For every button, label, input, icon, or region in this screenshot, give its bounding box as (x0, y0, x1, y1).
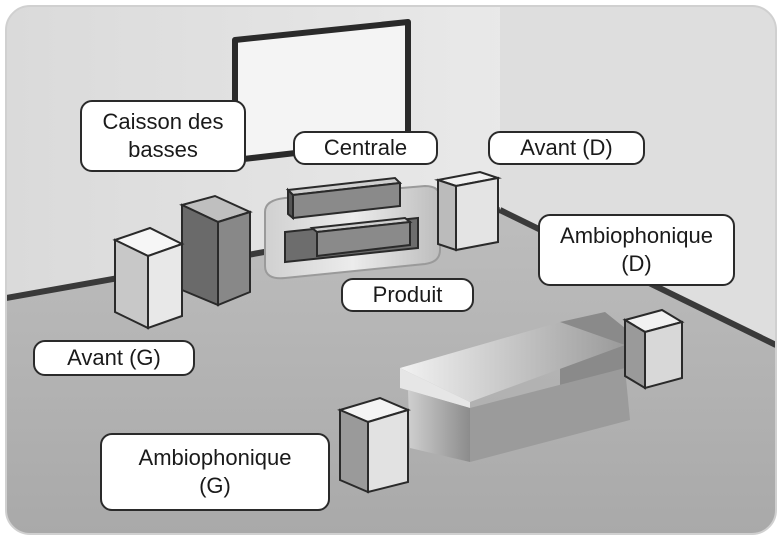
product-unit (309, 216, 413, 258)
label-surround-right-line1: Ambiophonique (560, 223, 713, 248)
label-surround-left: Ambiophonique (G) (100, 433, 330, 511)
sofa (400, 312, 630, 462)
label-center: Centrale (293, 131, 438, 165)
label-surround-right-line2: (D) (621, 251, 652, 276)
label-surround-right: Ambiophonique (D) (538, 214, 735, 286)
label-subwoofer-line1: Caisson des (102, 109, 224, 134)
label-front-right: Avant (D) (488, 131, 645, 165)
front-left-speaker (112, 226, 185, 330)
label-product-text: Produit (372, 282, 443, 307)
label-surround-left-line2: (G) (199, 473, 231, 498)
center-speaker (285, 176, 403, 221)
subwoofer (179, 194, 253, 307)
label-subwoofer: Caisson des basses (80, 100, 246, 172)
label-center-text: Centrale (323, 135, 408, 160)
label-subwoofer-line2: basses (128, 137, 198, 162)
front-right-speaker (434, 170, 502, 252)
surround-right-speaker (622, 308, 685, 390)
label-surround-left-line1: Ambiophonique (138, 445, 292, 470)
label-product: Produit (341, 278, 474, 312)
diagram-frame (5, 5, 777, 535)
label-front-right-text: Avant (D) (520, 135, 613, 160)
label-front-left: Avant (G) (33, 340, 195, 376)
label-front-left-text: Avant (G) (67, 345, 161, 370)
surround-left-speaker (337, 396, 411, 494)
